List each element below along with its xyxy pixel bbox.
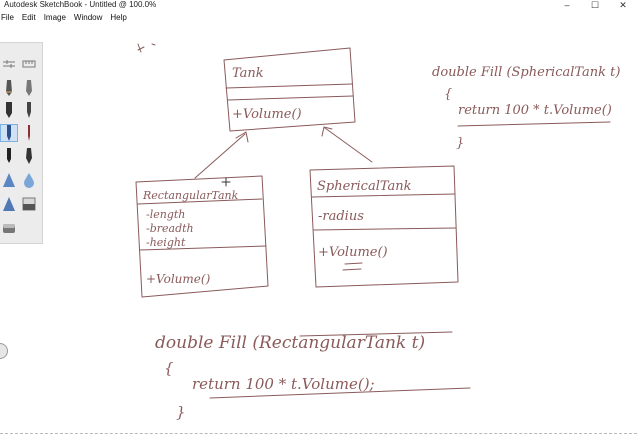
- menu-window[interactable]: Window: [73, 13, 103, 22]
- attr-radius: -radius: [318, 209, 364, 224]
- marker-tool-icon[interactable]: [20, 79, 38, 97]
- spherical-tank-class-name: SphericalTank: [317, 179, 412, 194]
- cursor-crosshair-icon: [221, 177, 231, 187]
- close-button[interactable]: ✕: [619, 0, 627, 10]
- attr-breadth: -breadth: [146, 222, 194, 235]
- brush-tool-icon[interactable]: [20, 101, 38, 119]
- rectangular-tank-class-name: RectangularTank: [142, 189, 239, 202]
- inherit-arrow-left: [194, 133, 246, 179]
- eraser-tool-icon[interactable]: [0, 219, 18, 237]
- fill-spherical-line1: double Fill (SphericalTank t): [432, 65, 620, 80]
- maximize-button[interactable]: ☐: [590, 0, 600, 10]
- fill-spherical-line4: }: [456, 136, 464, 151]
- airbrush-tool-icon[interactable]: [0, 171, 18, 189]
- fill-spherical-line2: {: [444, 87, 452, 102]
- inherit-arrow-right: [324, 127, 373, 163]
- spherical-tank-class-box: SphericalTank -radius +Volume(): [309, 165, 459, 288]
- rectangular-tank-class-box: RectangularTank -length -breadth -height…: [135, 175, 269, 298]
- rectangular-tank-method: +Volume(): [146, 272, 211, 286]
- tank-class-name: Tank: [232, 66, 264, 81]
- spherical-tank-method: +Volume(): [318, 245, 388, 260]
- menu-bar: File Edit Image Window Help: [0, 12, 131, 24]
- fill-rect-line3: return 100 * t.Volume();: [192, 375, 375, 393]
- fill-rect-line4: }: [176, 403, 186, 421]
- fill-spherical-function: double Fill (SphericalTank t) { return 1…: [432, 65, 620, 151]
- pen-tool-icon[interactable]: [0, 101, 18, 119]
- tank-class-box: Tank +Volume(): [223, 47, 356, 132]
- menu-file[interactable]: File: [1, 13, 14, 22]
- fill-spherical-line3: return 100 * t.Volume(): [458, 103, 612, 118]
- menu-help[interactable]: Help: [110, 13, 127, 22]
- ruler-tool-icon[interactable]: [20, 55, 38, 73]
- felt-pen-tool-icon[interactable]: [0, 147, 18, 165]
- tank-method: +Volume(): [232, 107, 302, 122]
- blur-drop-icon[interactable]: [20, 171, 38, 189]
- calligraphy-tool-icon[interactable]: [20, 147, 38, 165]
- fine-brush-tool-icon[interactable]: [20, 124, 38, 142]
- pencil-tool-icon[interactable]: [0, 79, 18, 97]
- fill-rect-line1: double Fill (RectangularTank t): [155, 333, 425, 353]
- title-bar: Autodesk SketchBook - Untitled @ 100.0% …: [0, 0, 637, 10]
- menu-image[interactable]: Image: [43, 13, 66, 22]
- menu-edit[interactable]: Edit: [21, 13, 36, 22]
- attr-height: -height: [146, 236, 186, 249]
- ink-pen-tool-icon[interactable]: [0, 124, 18, 142]
- window-controls: – ☐ ✕: [553, 0, 637, 10]
- window-title: Autodesk SketchBook - Untitled @ 100.0%: [4, 0, 157, 9]
- attr-length: -length: [146, 208, 185, 221]
- smudge-tool-icon[interactable]: [0, 195, 18, 213]
- fill-tool-icon[interactable]: [20, 195, 38, 213]
- fill-rectangular-function: double Fill (RectangularTank t) { return…: [155, 331, 471, 421]
- minimize-button[interactable]: –: [564, 0, 570, 10]
- fill-rect-line2: {: [164, 359, 174, 377]
- stray-mark: [137, 43, 156, 53]
- canvas-edge: [0, 433, 637, 434]
- transform-tool-icon[interactable]: [0, 55, 18, 73]
- brush-palette: [0, 42, 43, 244]
